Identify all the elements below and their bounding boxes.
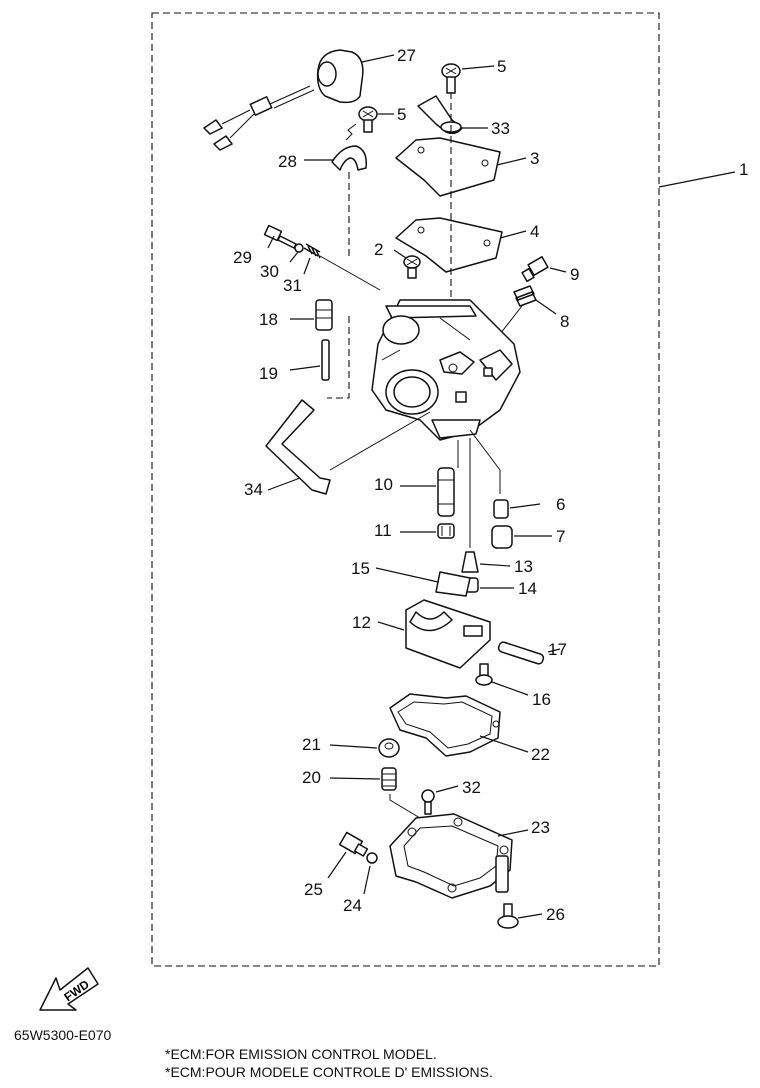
part-7-cap — [491, 525, 513, 549]
part-5-screw-lower — [358, 106, 378, 133]
callout-28: 28 — [278, 152, 297, 171]
callout-32: 32 — [462, 778, 481, 797]
callout-23: 23 — [531, 818, 550, 837]
callout-22: 22 — [531, 745, 550, 764]
part-32-screw — [421, 789, 435, 815]
callout-16: 16 — [532, 690, 551, 709]
callout-19: 19 — [259, 364, 278, 383]
fwd-arrow-icon: FWD — [39, 967, 99, 1011]
callout-33: 33 — [491, 119, 510, 138]
carburetor-body — [371, 299, 521, 441]
part-3-cover — [395, 137, 501, 197]
part-30-oring — [294, 243, 304, 253]
part-29-pilot-screw — [263, 224, 297, 249]
part-25-drain-bolt — [338, 831, 369, 857]
part-33-clip — [417, 95, 463, 135]
diagram-reference-id: 65W5300-E070 — [14, 1027, 112, 1043]
part-22-gasket — [389, 693, 501, 757]
callout-3: 3 — [530, 149, 539, 168]
callout-9: 9 — [570, 265, 579, 284]
part-18-jet — [315, 299, 333, 331]
callout-11: 11 — [374, 521, 392, 540]
callout-5-lower: 5 — [397, 105, 406, 124]
callout-24: 24 — [343, 896, 362, 915]
part-31-spring — [303, 243, 321, 259]
callout-4: 4 — [530, 222, 539, 241]
part-2-screw — [403, 255, 421, 279]
callout-2: 2 — [374, 240, 383, 259]
callout-7: 7 — [556, 527, 565, 546]
part-21-plug — [378, 738, 400, 758]
callout-1: 1 — [739, 160, 748, 179]
callout-13: 13 — [514, 557, 533, 576]
callout-8: 8 — [560, 312, 569, 331]
callout-6: 6 — [556, 495, 565, 514]
assembly-boundary — [151, 12, 660, 967]
callout-26: 26 — [546, 905, 565, 924]
callout-18: 18 — [259, 310, 278, 329]
part-13-needle — [461, 551, 479, 573]
callout-5-upper: 5 — [497, 57, 506, 76]
part-8-spring — [513, 285, 537, 307]
callout-10: 10 — [374, 475, 393, 494]
part-15-clip — [435, 571, 471, 597]
part-17-float-pin — [497, 641, 545, 665]
part-24-washer — [366, 852, 378, 864]
part-28-clamp — [331, 123, 368, 171]
callout-17: 17 — [548, 640, 567, 659]
part-9-screw — [521, 256, 549, 283]
part-34-hose — [265, 399, 331, 495]
part-10-nozzle — [437, 467, 455, 517]
part-26-screw — [497, 903, 519, 929]
part-5-screw-upper — [441, 63, 461, 94]
part-4-gasket — [395, 217, 503, 273]
callout-34: 34 — [244, 480, 263, 499]
part-23-float-chamber — [389, 813, 513, 899]
callout-31: 31 — [283, 276, 302, 295]
callout-15: 15 — [351, 559, 370, 578]
callout-20: 20 — [302, 768, 321, 787]
callout-25: 25 — [304, 880, 323, 899]
callout-14: 14 — [518, 579, 537, 598]
part-16-screw — [475, 663, 493, 686]
ecm-note-fr: *ECM:POUR MODELE CONTROLE D' EMISSIONS. — [165, 1064, 493, 1080]
part-19-tube — [321, 339, 330, 381]
ecm-note-en: *ECM:FOR EMISSION CONTROL MODEL. — [165, 1046, 437, 1062]
callout-21: 21 — [302, 735, 321, 754]
callout-27: 27 — [397, 46, 416, 65]
part-27-choke-connector — [203, 49, 364, 151]
part-11-jet — [437, 523, 455, 539]
callout-29: 29 — [233, 248, 252, 267]
part-20-screw — [381, 767, 397, 791]
part-12-float — [405, 599, 491, 669]
callout-30: 30 — [260, 262, 279, 281]
part-6-jet — [493, 499, 509, 519]
callout-12: 12 — [352, 613, 371, 632]
